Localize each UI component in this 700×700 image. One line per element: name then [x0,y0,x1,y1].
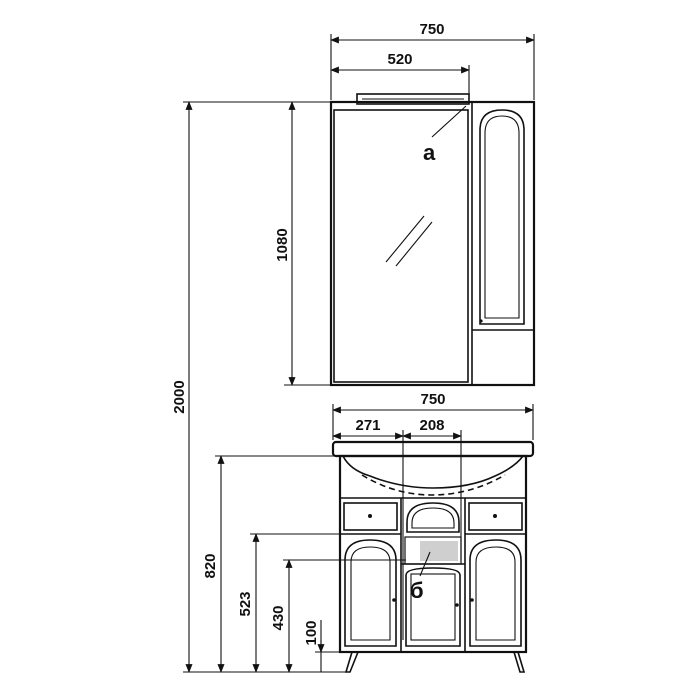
mirror-reflection-2 [395,221,433,267]
door-right-knob [470,598,474,602]
side-column-door-inner [484,115,520,319]
dim-mirror-width-label: 750 [419,21,444,38]
dim-mirror-height: 1080 [274,101,340,386]
center-upper-arch [406,502,460,533]
door-right [469,539,522,647]
dim-total-height: 2000 [171,101,346,673]
door-left [344,539,397,647]
mirror-cabinet [329,93,536,387]
vanity-unit [331,440,535,673]
leg-right [513,651,526,673]
marker-shelf: б [410,551,431,603]
drawer-right-knob [493,514,497,518]
sink-basin-hidden [361,474,506,496]
dim-drawer-height-label: 523 [237,591,254,616]
marker-shelf-label: б [410,578,424,603]
side-column-knob [479,319,483,323]
door-left-knob [392,598,396,602]
dim-shelf-height-label: 430 [270,605,287,630]
marker-light: а [423,105,467,165]
mirror-glass [333,109,469,383]
dim-total-height-label: 2000 [171,380,188,413]
mirror-cabinet-outline [329,100,536,387]
dim-shelf-height: 430 [270,559,406,673]
dim-light-width-label: 520 [387,51,412,68]
dim-leg-height-label: 100 [303,620,320,645]
door-center [405,567,461,647]
dim-vanity-height: 820 [202,455,345,673]
door-left-inner [350,546,391,641]
center-upper-arch-inner [411,507,455,529]
dim-drawer-height: 523 [237,533,345,673]
dim-vanity-width-label: 750 [420,391,445,408]
dim-mirror-height-label: 1080 [274,228,291,261]
sink-basin [342,455,524,489]
dim-leg-height: 100 [303,620,345,672]
drawer-right [468,502,523,531]
door-center-knob [455,603,459,607]
drawer-left-knob [368,514,372,518]
mirror-reflection-1 [385,215,425,263]
open-shelf-shade [420,541,458,561]
dim-left-offset-label: 271 [355,417,380,434]
door-right-inner [475,546,516,641]
dim-center-width-label: 208 [419,417,444,434]
drawer-left [343,502,398,531]
sink-top [331,440,535,458]
door-center-inner [410,573,456,641]
dim-vanity-height-label: 820 [202,553,219,578]
dim-mirror-width: 750 [330,21,535,100]
dim-light-width: 520 [330,51,470,94]
leg-left [344,651,359,673]
side-column-door [479,109,525,325]
light-fixture [356,93,470,105]
dim-vanity-sections: 271 208 [332,417,462,640]
marker-light-label: а [423,140,436,165]
